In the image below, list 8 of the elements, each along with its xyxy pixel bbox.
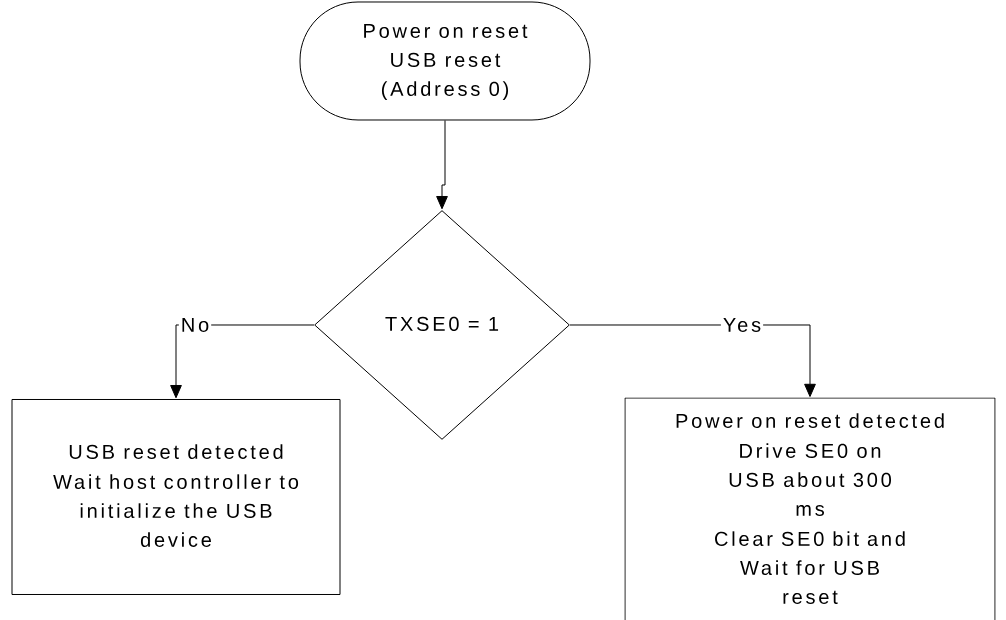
arrow — [170, 324, 315, 399]
start-terminal: Power on reset USB reset (Address 0) — [299, 1, 591, 121]
arrow — [436, 120, 448, 210]
arrow — [569, 324, 816, 397]
edge-label: Yes — [720, 316, 764, 334]
edge-label: No — [178, 316, 212, 334]
process-box: USB reset detected Wait host controller to initialize the USB device — [11, 399, 341, 595]
process-box: Power on reset detected Drive SE0 on USB about 300 ms Clear SE0 bit and Wait for USB reset — [624, 397, 996, 620]
